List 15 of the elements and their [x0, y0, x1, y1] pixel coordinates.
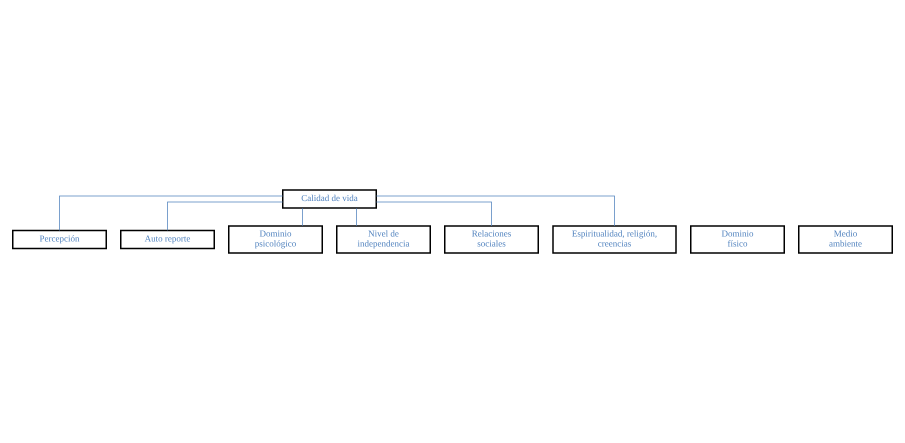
- connector: [59, 196, 283, 231]
- connector: [302, 208, 303, 226]
- node-box: Dominio físico: [690, 225, 785, 254]
- node-box: Percepción: [12, 230, 107, 250]
- node-box: Nivel de independencia: [336, 225, 431, 254]
- node-box: Calidad de vida: [282, 189, 377, 209]
- node-box: Espiritualidad, religión, creencias: [552, 225, 677, 254]
- node-box: Dominio psicológico: [228, 225, 323, 254]
- connector: [356, 208, 357, 226]
- node-box: Auto reporte: [120, 230, 215, 250]
- connector: [376, 202, 492, 226]
- connector: [167, 202, 284, 231]
- node-box: Relaciones sociales: [444, 225, 539, 254]
- node-box: Medio ambiente: [798, 225, 893, 254]
- connector: [376, 196, 615, 226]
